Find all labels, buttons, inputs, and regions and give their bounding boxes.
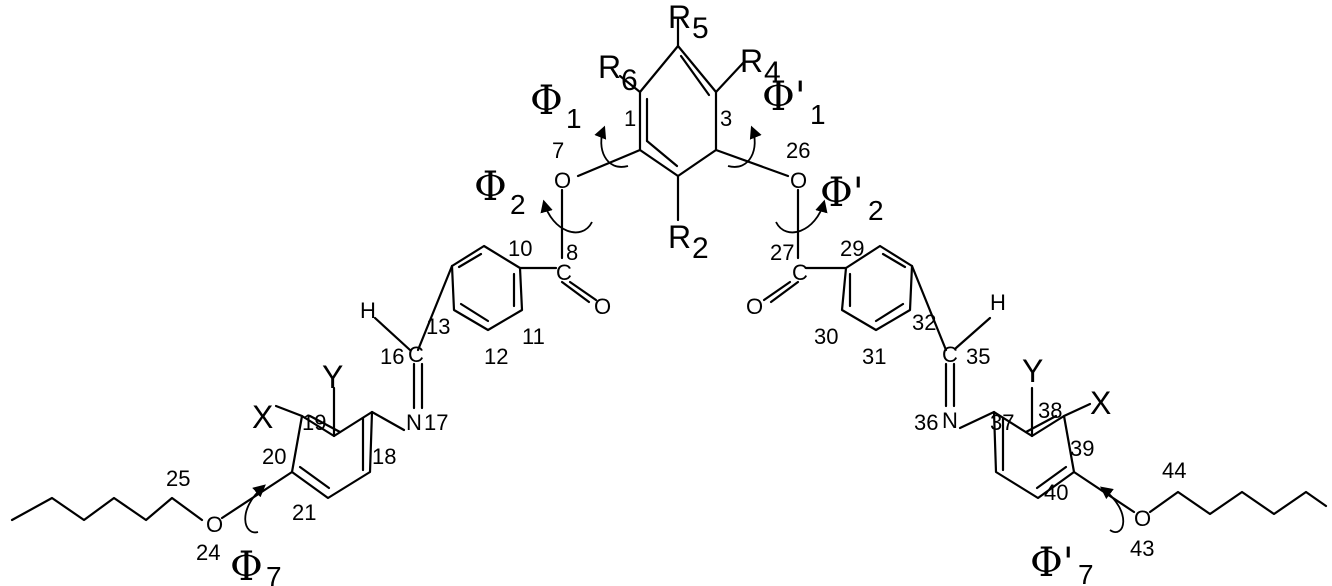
- phi1p-label: Φ': [762, 74, 806, 120]
- atom-n17: N: [406, 410, 422, 435]
- right-phenyl-ring: [840, 244, 948, 352]
- num-12: 12: [484, 344, 508, 369]
- atom-o43: O: [1134, 506, 1151, 531]
- left-aniline-ring: [220, 386, 374, 520]
- r6-label: R: [598, 49, 621, 85]
- atom-c16: C: [408, 342, 424, 367]
- num-26: 26: [786, 138, 810, 163]
- atom-o7: O: [554, 168, 571, 193]
- phi7p-label: Φ': [1030, 540, 1074, 586]
- phi1-subscript: 1: [566, 103, 582, 134]
- num-43: 43: [1130, 536, 1154, 561]
- num-27: 27: [770, 240, 794, 265]
- r2-subscript: 2: [692, 232, 709, 265]
- num-20: 20: [262, 444, 286, 469]
- r6-subscript: 6: [621, 64, 638, 97]
- num-10: 10: [508, 236, 532, 261]
- num-19: 19: [302, 410, 326, 435]
- left-ester: [518, 188, 598, 304]
- left-imine: [370, 316, 424, 432]
- r4-subscript: 4: [764, 56, 781, 89]
- num-37: 37: [990, 410, 1014, 435]
- atom-n36: N: [942, 408, 958, 433]
- num-30: 30: [814, 324, 838, 349]
- num-24: 24: [196, 540, 220, 565]
- phi1-label: Φ: [530, 78, 563, 124]
- atom-o24: O: [206, 512, 223, 537]
- num-21: 21: [292, 500, 316, 525]
- atom-c8: C: [556, 260, 572, 285]
- left-alkyl-chain: [10, 496, 204, 522]
- y-left-label: Y: [322, 359, 343, 395]
- x-right-label: X: [1090, 385, 1111, 421]
- num-31: 31: [862, 344, 886, 369]
- num-1: 1: [624, 106, 636, 131]
- phi2p-label: Φ': [820, 170, 864, 216]
- num-44: 44: [1162, 458, 1186, 483]
- num-29: 29: [840, 236, 864, 261]
- num-25: 25: [166, 466, 190, 491]
- torsion-arrows: [244, 125, 1125, 534]
- phi7-subscript: 7: [266, 561, 282, 586]
- num-32: 32: [912, 310, 936, 335]
- num-8: 8: [566, 240, 578, 265]
- r5-subscript: 5: [692, 12, 709, 45]
- num-16: 16: [380, 344, 404, 369]
- atom-o-carbonyl-left: O: [594, 294, 611, 319]
- r4-label: R: [740, 43, 763, 79]
- num-7: 7: [552, 138, 564, 163]
- phi7-label: Φ: [230, 544, 263, 586]
- num-39: 39: [1070, 436, 1094, 461]
- num-17: 17: [424, 410, 448, 435]
- r2-label: R: [668, 219, 691, 255]
- phi7p-subscript: 7: [1078, 559, 1094, 586]
- num-40: 40: [1044, 480, 1068, 505]
- num-35: 35: [966, 344, 990, 369]
- num-38: 38: [1038, 398, 1062, 423]
- right-ester: [762, 188, 848, 304]
- phi2-label: Φ: [474, 164, 507, 210]
- right-imine: [944, 316, 996, 430]
- num-11: 11: [522, 324, 545, 349]
- atom-h16: H: [360, 298, 376, 323]
- left-phenyl-ring: [416, 244, 524, 352]
- atom-c27: C: [792, 260, 808, 285]
- right-alkyl-chain: [1148, 490, 1328, 516]
- num-18: 18: [372, 444, 396, 469]
- y-right-label: Y: [1022, 353, 1043, 389]
- num-36: 36: [914, 410, 938, 435]
- atom-c35: C: [942, 342, 958, 367]
- atom-o-carbonyl-right: O: [746, 294, 763, 319]
- r5-label: R: [668, 0, 691, 35]
- atom-h35: H: [990, 290, 1006, 315]
- phi2p-subscript: 2: [868, 195, 884, 226]
- num-13: 13: [426, 314, 450, 339]
- atom-o26: O: [790, 168, 807, 193]
- x-left-label: X: [252, 399, 273, 435]
- phi2-subscript: 2: [510, 189, 526, 220]
- num-3: 3: [720, 106, 732, 131]
- phi1p-subscript: 1: [810, 99, 826, 130]
